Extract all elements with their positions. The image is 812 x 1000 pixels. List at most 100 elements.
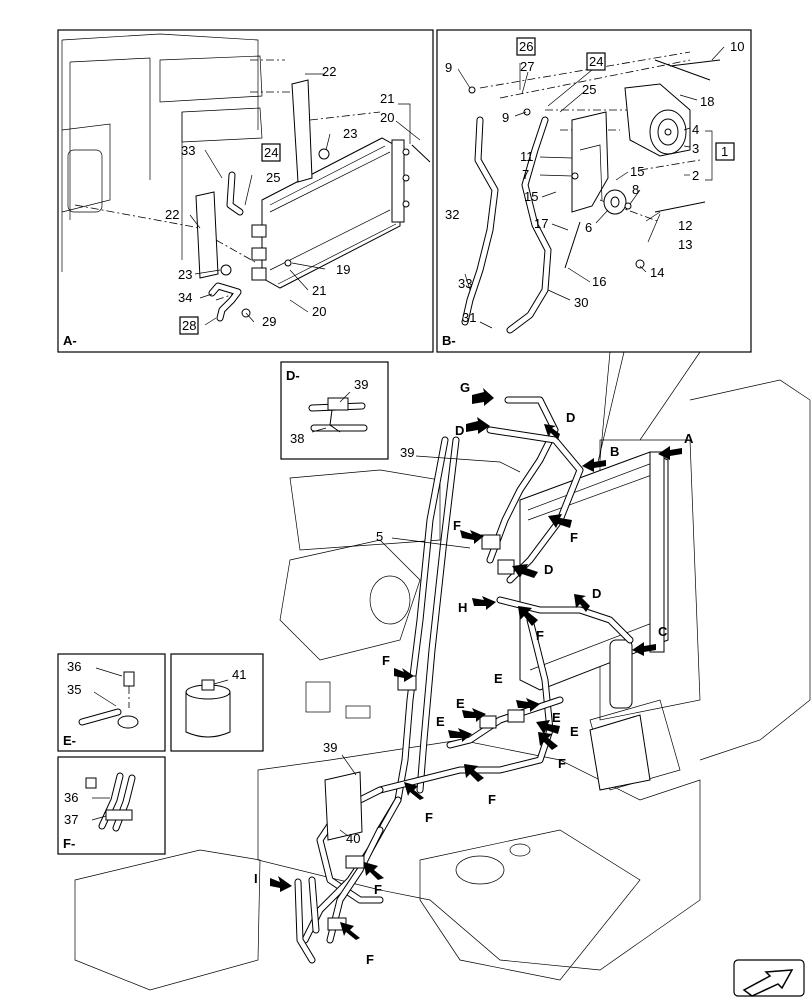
arrow-e1 bbox=[516, 698, 540, 712]
clip-e1 bbox=[479, 715, 497, 729]
callout-6: 6 bbox=[585, 220, 592, 235]
callout-24a: 24 bbox=[264, 145, 278, 160]
leader-5 bbox=[391, 537, 471, 549]
clip-37 bbox=[105, 809, 133, 821]
callout-18: 18 bbox=[700, 94, 714, 109]
main-assembly: 39 5 39 40 bbox=[74, 351, 811, 991]
callout-main-39b: 39 bbox=[323, 740, 337, 755]
callout-box-24a bbox=[261, 143, 281, 162]
callout-main-5: 5 bbox=[376, 529, 383, 544]
callout-33a: 33 bbox=[181, 143, 195, 158]
callout-f-37: 37 bbox=[64, 812, 78, 827]
arrow-d3-label: D bbox=[544, 562, 553, 577]
arrow-e4 bbox=[536, 720, 560, 734]
callout-e-35: 35 bbox=[67, 682, 81, 697]
arrow-e2 bbox=[462, 708, 486, 722]
arrow-f6 bbox=[464, 764, 484, 782]
screw-21a bbox=[411, 144, 431, 163]
clip-39 bbox=[327, 397, 349, 411]
panel-a-chassis bbox=[61, 33, 381, 301]
callout-27: 27 bbox=[520, 59, 534, 74]
arrow-f10 bbox=[340, 922, 360, 940]
callout-15a: 15 bbox=[630, 164, 644, 179]
panel-d: 39 38 D- bbox=[280, 361, 389, 460]
arrow-f6-label: F bbox=[488, 792, 496, 807]
panel-e-frame bbox=[57, 653, 166, 752]
arrow-f8-label: F bbox=[374, 882, 382, 897]
arrow-b-label: B bbox=[610, 444, 619, 459]
arrow-d1-label: D bbox=[455, 423, 464, 438]
receiver-drier bbox=[609, 639, 633, 709]
arrow-f4-label: F bbox=[382, 653, 390, 668]
callout-9a: 9 bbox=[445, 60, 452, 75]
callout-30: 30 bbox=[574, 295, 588, 310]
bracket-40 bbox=[324, 771, 363, 841]
arrow-a-label: A bbox=[684, 431, 694, 446]
callout-25b: 25 bbox=[582, 82, 596, 97]
arrow-d4 bbox=[574, 594, 590, 612]
arrow-f4 bbox=[394, 668, 414, 682]
panel-41: 41 bbox=[170, 653, 264, 752]
nut-23a bbox=[318, 148, 330, 160]
leader-40 bbox=[339, 829, 349, 837]
callout-19: 19 bbox=[336, 262, 350, 277]
callout-2: 2 bbox=[692, 168, 699, 183]
callout-41: 41 bbox=[232, 667, 246, 682]
pointer-lines bbox=[597, 351, 701, 463]
arrow-f2-label: F bbox=[453, 518, 461, 533]
callout-d-38: 38 bbox=[290, 431, 304, 446]
arrow-g bbox=[472, 388, 494, 406]
arrow-h-label: H bbox=[458, 600, 467, 615]
panel-a-label: A- bbox=[63, 333, 77, 348]
callout-9b: 9 bbox=[502, 110, 509, 125]
callout-21b: 21 bbox=[312, 283, 326, 298]
callout-29: 29 bbox=[262, 314, 276, 329]
callout-7: 7 bbox=[522, 167, 529, 182]
arrow-f1 bbox=[548, 514, 572, 528]
arrow-d4-label: D bbox=[592, 586, 601, 601]
callout-4: 4 bbox=[692, 122, 699, 137]
screw-36f bbox=[85, 777, 97, 789]
next-page-icon[interactable] bbox=[733, 959, 805, 997]
panel-d-label: D- bbox=[286, 368, 300, 383]
callout-26: 26 bbox=[519, 39, 533, 54]
nut-23b bbox=[220, 264, 232, 276]
view-arrows: G D D B A F F D H F D C F E E E E E F bbox=[254, 380, 694, 967]
main-condenser bbox=[519, 451, 669, 691]
panel-b: 26 27 24 10 9 9 25 18 4 3 1 11 7 15 2 15… bbox=[436, 29, 752, 353]
callout-main-39a: 39 bbox=[400, 445, 414, 460]
callout-box-28 bbox=[179, 316, 199, 335]
leader-39b bbox=[341, 754, 357, 776]
arrow-d2 bbox=[544, 424, 560, 440]
callout-16: 16 bbox=[592, 274, 606, 289]
leader-39a bbox=[415, 455, 521, 473]
arrow-d1 bbox=[466, 417, 490, 434]
clip-f2 bbox=[481, 534, 501, 550]
callout-24b: 24 bbox=[589, 54, 603, 69]
callout-d-39: 39 bbox=[354, 377, 368, 392]
callout-15b: 15 bbox=[524, 189, 538, 204]
callout-1: 1 bbox=[721, 144, 728, 159]
clamp-35 bbox=[117, 715, 139, 729]
arrow-f7 bbox=[404, 782, 424, 800]
condenser bbox=[251, 137, 410, 289]
bolt-14 bbox=[635, 259, 645, 269]
clip-e2 bbox=[507, 709, 525, 723]
panel-b-label: B- bbox=[442, 333, 456, 348]
panel-f: 36 37 F- bbox=[57, 756, 166, 855]
arrow-e2-label: E bbox=[456, 696, 465, 711]
arrow-i bbox=[270, 876, 292, 892]
callout-33b: 33 bbox=[458, 276, 472, 291]
arrow-f2 bbox=[460, 530, 484, 544]
clip-f8 bbox=[345, 855, 365, 869]
arrow-f1-label: F bbox=[570, 530, 578, 545]
oil-bottle bbox=[185, 691, 231, 738]
arrow-b bbox=[582, 458, 606, 472]
arrow-e3 bbox=[448, 728, 472, 742]
callout-25a: 25 bbox=[266, 170, 280, 185]
arrow-a bbox=[658, 446, 682, 460]
callout-23a: 23 bbox=[343, 126, 357, 141]
callout-box-1 bbox=[715, 142, 735, 161]
bracket-upper bbox=[291, 79, 313, 183]
